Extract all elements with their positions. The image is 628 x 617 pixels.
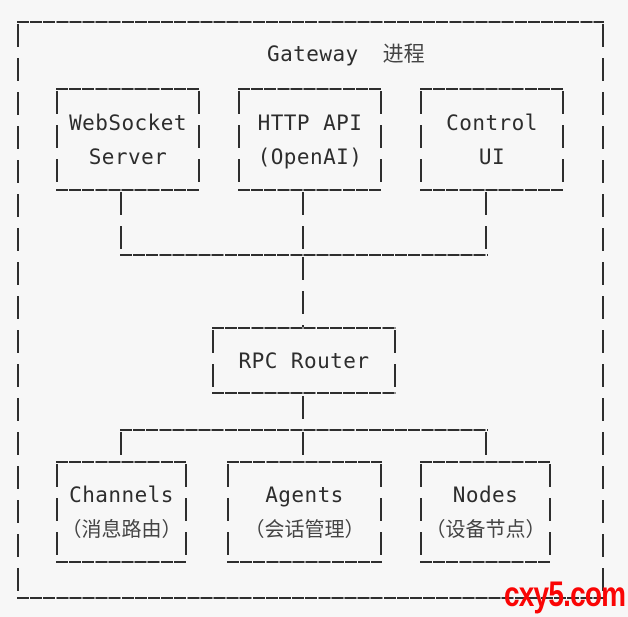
box-control-ui: Control UI	[420, 88, 564, 191]
diagram-title: Gateway 进程	[267, 37, 425, 71]
box-websocket-server: WebSocket Server	[56, 88, 200, 191]
box-border-bottom	[238, 189, 382, 191]
box-border-left	[420, 91, 422, 188]
box-border-top	[238, 88, 382, 90]
site-watermark: cxy5.com	[504, 575, 626, 614]
connector-to-rpc-router	[302, 257, 304, 327]
box-label-line1: RPC Router	[238, 348, 370, 373]
box-border-right	[185, 464, 187, 560]
box-label-line1: Control	[446, 110, 538, 135]
connector-controlui-stub	[485, 192, 487, 254]
diagram-title-en: Gateway	[267, 42, 359, 66]
connector-from-rpc-router	[302, 396, 304, 429]
box-label-line1: Channels	[69, 483, 174, 507]
box-border-left	[212, 330, 214, 391]
box-label-line1: WebSocket	[69, 110, 187, 135]
connector-httpapi-stub	[302, 192, 304, 254]
box-agents: Agents （会话管理）	[227, 461, 382, 563]
box-border-left	[56, 91, 58, 188]
box-border-right	[562, 91, 564, 188]
box-label-line2: （会话管理）	[244, 517, 365, 541]
box-label-line1: HTTP API	[257, 110, 363, 135]
box-border-left	[420, 464, 422, 560]
box-border-right	[198, 91, 200, 188]
gateway-process-frame	[17, 21, 604, 599]
box-border-right	[394, 330, 396, 391]
box-label-line1: Nodes	[452, 483, 519, 507]
box-border-left	[227, 464, 229, 560]
box-label-line2: （消息路由）	[61, 517, 182, 541]
connector-channels-stub	[120, 432, 122, 461]
box-rpc-router: RPC Router	[212, 327, 396, 394]
box-border-top	[227, 461, 382, 463]
frame-border-bottom	[17, 597, 604, 599]
box-http-api: HTTP API (OpenAI)	[238, 88, 382, 191]
box-nodes: Nodes （设备节点）	[420, 461, 551, 563]
box-border-right	[380, 464, 382, 560]
box-border-bottom	[56, 561, 187, 563]
box-border-top	[420, 461, 551, 463]
box-border-bottom	[56, 189, 200, 191]
box-channels: Channels （消息路由）	[56, 461, 187, 563]
box-label-line2: （设备节点）	[425, 517, 546, 541]
box-border-right	[380, 91, 382, 188]
box-border-top	[56, 461, 187, 463]
connector-merge-bar-top	[120, 254, 488, 256]
box-label-line2: Server	[88, 144, 168, 169]
box-border-bottom	[420, 561, 551, 563]
box-label-line2: UI	[478, 144, 506, 169]
box-border-top	[212, 327, 396, 329]
box-border-right	[549, 464, 551, 560]
box-border-bottom	[212, 392, 396, 394]
frame-border-left	[17, 24, 19, 596]
connector-split-bar-bottom	[120, 429, 488, 431]
box-border-top	[56, 88, 200, 90]
frame-border-right	[602, 24, 604, 596]
frame-border-top	[17, 21, 604, 23]
box-border-bottom	[420, 189, 564, 191]
box-border-left	[56, 464, 58, 560]
box-border-left	[238, 91, 240, 188]
connector-agents-stub	[302, 432, 304, 461]
connector-nodes-stub	[485, 432, 487, 461]
connector-websocket-stub	[120, 192, 122, 254]
box-border-bottom	[227, 561, 382, 563]
box-label-line2: (OpenAI)	[257, 144, 363, 169]
box-label-line1: Agents	[265, 483, 344, 507]
box-border-top	[420, 88, 564, 90]
diagram-title-zh: 进程	[382, 42, 425, 66]
